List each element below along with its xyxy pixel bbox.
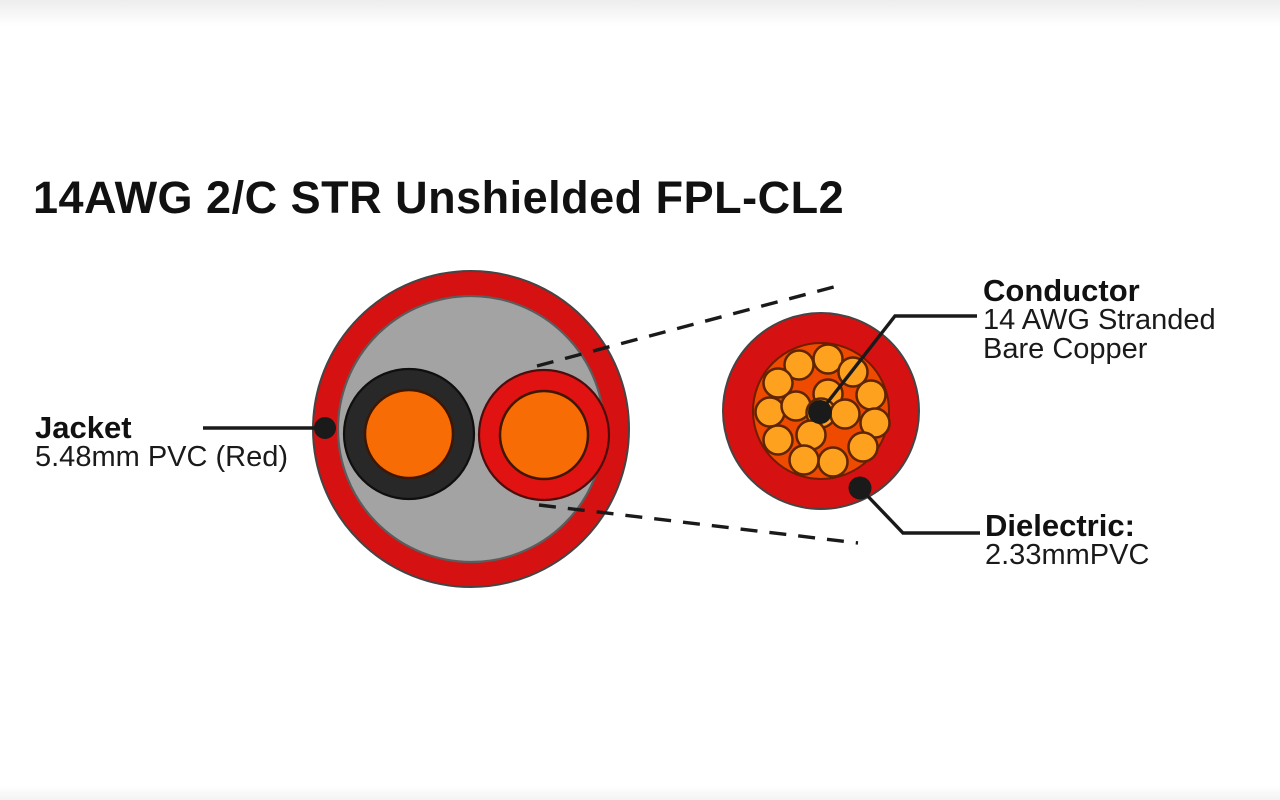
dielectric-leader-line: [858, 486, 980, 535]
dielectric-label: Dielectric: 2.33mmPVC: [985, 508, 1150, 571]
conductor-label-heading: Conductor: [983, 273, 1140, 308]
zoom-cone-dash-0: [536, 283, 842, 368]
jacket-leader-dot: [314, 417, 336, 439]
copper-strand-15: [817, 446, 849, 478]
jacket-label: Jacket 5.48mm PVC (Red): [35, 410, 289, 473]
conductor-red-core: [498, 389, 590, 481]
copper-strand-11: [847, 431, 879, 463]
dielectric-leader-dot: [848, 476, 872, 500]
copper-strand-5: [855, 379, 887, 411]
dielectric-label-spec: 2.33mmPVC: [985, 539, 1150, 571]
zoom-cone-dash-1: [538, 503, 859, 545]
conductor-leader-line: [818, 314, 977, 414]
conductor-label-spec-1: 14 AWG Stranded: [983, 304, 1216, 336]
copper-strand-1: [812, 343, 844, 375]
copper-strand-9: [829, 398, 861, 430]
conductor-label: Conductor 14 AWG Stranded Bare Copper: [983, 273, 1216, 365]
jacket-label-heading: Jacket: [35, 410, 132, 445]
page-title: 14AWG 2/C STR Unshielded FPL-CL2: [33, 172, 845, 223]
conductor-leader-dot: [808, 400, 832, 424]
copper-strand-13: [762, 424, 794, 456]
conductor-label-spec-2: Bare Copper: [983, 333, 1148, 365]
jacket-label-spec: 5.48mm PVC (Red): [35, 441, 289, 473]
dielectric-label-heading: Dielectric:: [985, 508, 1135, 543]
copper-strand-6: [754, 396, 786, 428]
copper-strand-14: [788, 444, 820, 476]
conductor-black-core: [363, 388, 455, 480]
copper-strand-3: [762, 367, 794, 399]
